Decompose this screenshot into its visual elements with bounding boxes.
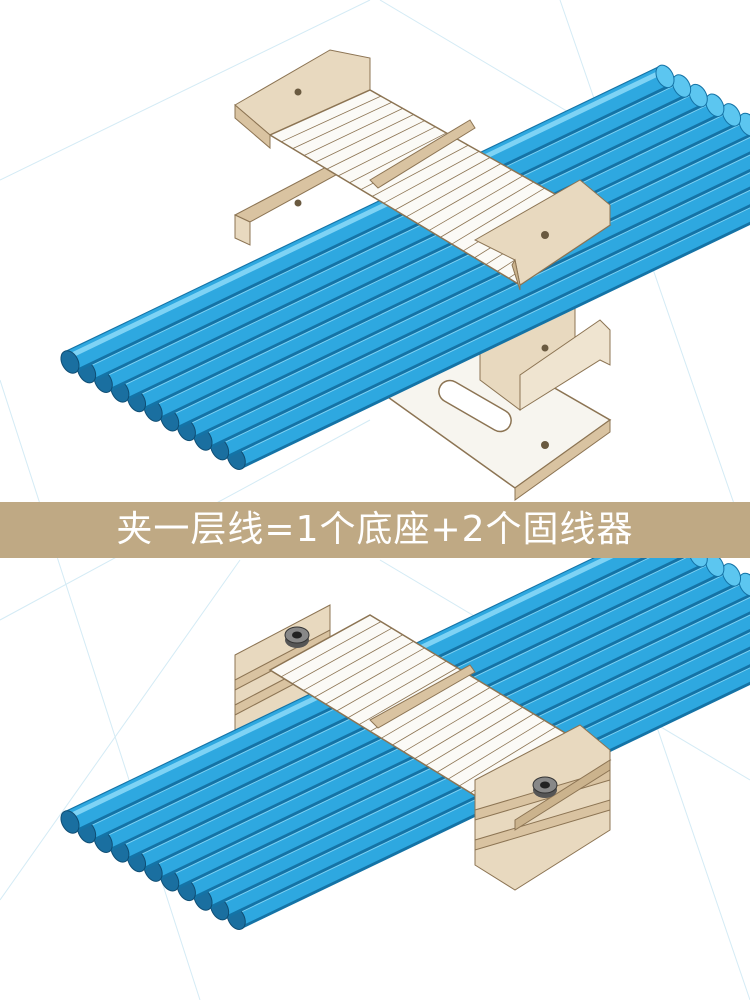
clamp-stripe — [325, 647, 425, 705]
clamp-stripe — [338, 126, 436, 177]
clamp-stripe — [281, 95, 382, 143]
clamp-stripe — [372, 144, 469, 197]
caption-banner: 夹一层线=1个底座+2个固线器 — [0, 502, 750, 558]
clamp-stripe — [314, 641, 414, 698]
clamp-stripe — [358, 667, 458, 725]
clamp-stripe — [326, 120, 425, 170]
clamp-stripe — [392, 687, 491, 746]
top-exploded-assembly — [60, 49, 750, 501]
guide-line — [0, 559, 241, 901]
clamp-stripe — [417, 169, 513, 224]
clamp-stripe — [303, 634, 403, 691]
clamp-stripe — [383, 151, 480, 204]
clamp-stripe — [280, 621, 382, 678]
clamp-stripe — [292, 627, 393, 684]
upper-clamp — [234, 49, 612, 291]
clamp-stripe — [303, 108, 403, 156]
clamp-stripe — [428, 175, 523, 231]
clamp-stripe — [440, 181, 534, 238]
clamp-stripe — [436, 713, 534, 773]
bottom-clamp-body — [268, 614, 612, 891]
clamp-stripe — [459, 726, 556, 787]
guide-line — [0, 379, 201, 1000]
clamp-stripe — [349, 132, 447, 184]
guide-line — [0, 0, 371, 181]
clamp-stripe — [315, 114, 414, 163]
clamp-stripe — [447, 720, 545, 780]
clamp-stripe — [347, 660, 447, 719]
clamp-stripe — [451, 187, 545, 245]
base-plate — [383, 344, 612, 501]
clamp-stripe — [336, 654, 436, 712]
hex-nut-icon — [532, 776, 558, 798]
clamp-stripe — [414, 700, 513, 759]
hex-nut-icon — [284, 626, 310, 648]
bottom-assembled-clamp — [60, 524, 750, 930]
clamp-stripe — [406, 163, 502, 218]
clamp-stripe — [292, 101, 392, 149]
caption-text: 夹一层线=1个底座+2个固线器 — [116, 509, 634, 550]
clamp-stripe — [381, 680, 480, 739]
cylinder-icon — [60, 64, 675, 374]
clamp-stripe — [394, 157, 491, 211]
clamp-stripe — [403, 693, 502, 753]
guide-line — [559, 0, 750, 551]
cable-bundle-top — [60, 64, 750, 470]
clamp-stripe — [425, 706, 523, 766]
